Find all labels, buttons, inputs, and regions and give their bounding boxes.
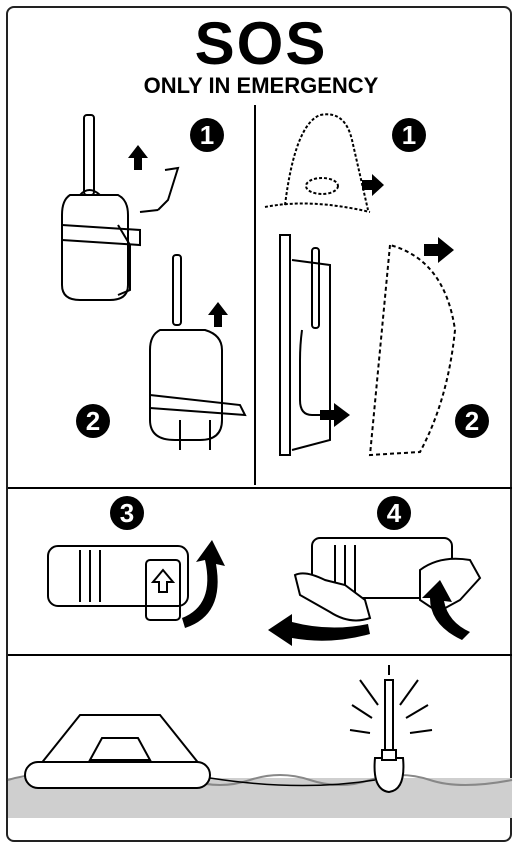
up-arrow-icon — [128, 145, 148, 170]
step-badge-2: 2 — [455, 404, 489, 438]
cover-icon — [265, 114, 370, 212]
step-badge-1: 1 — [392, 118, 426, 152]
up-arrow-icon — [208, 302, 228, 327]
right-arrow-icon — [424, 237, 454, 263]
step-badge-4: 4 — [377, 496, 411, 530]
beacon-icon — [62, 115, 140, 300]
right-arrow-icon — [320, 403, 350, 427]
lanyard-icon — [140, 168, 178, 212]
step-badge-1: 1 — [190, 118, 224, 152]
bracket-icon — [280, 235, 330, 455]
step-badge-3: 3 — [110, 496, 144, 530]
cover-icon — [370, 245, 455, 455]
right-arrow-icon — [362, 174, 384, 196]
release-handle-icon — [48, 546, 188, 620]
life-raft-icon — [25, 715, 210, 788]
beacon-icon — [150, 255, 245, 450]
beacon-icon — [375, 680, 404, 792]
hand-icon — [295, 559, 480, 621]
step-badge-2: 2 — [76, 404, 110, 438]
